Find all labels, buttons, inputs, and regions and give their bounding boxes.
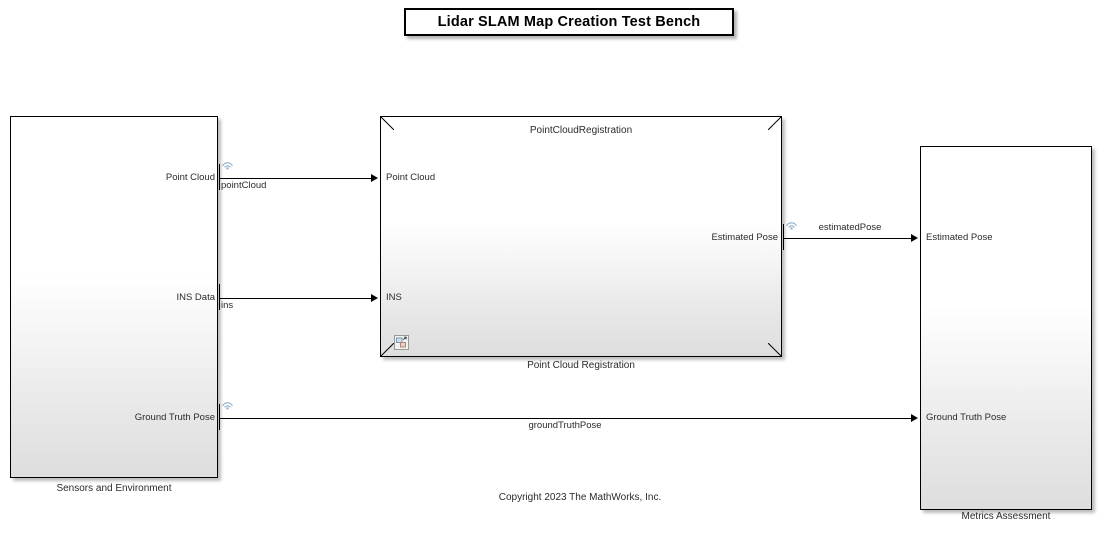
subsystem-corner-mark-bottom-left: [381, 343, 394, 356]
block-header-point-cloud-registration: PointCloudRegistration: [529, 125, 633, 136]
output-port-stub-ins: [219, 284, 220, 310]
arrowhead-ins: [371, 294, 378, 302]
wire-ground-truth-pose[interactable]: [219, 418, 911, 419]
output-port-stub-ground-truth-pose: [219, 404, 220, 430]
port-label-registration-estimated-pose-out: Estimated Pose: [711, 232, 778, 243]
output-port-stub-point-cloud: [219, 164, 220, 190]
block-caption-metrics-assessment: Metrics Assessment: [961, 511, 1051, 522]
signal-label-ground-truth-pose: groundTruthPose: [528, 420, 602, 431]
block-point-cloud-registration[interactable]: PointCloudRegistration: [380, 116, 782, 357]
port-label-registration-ins-in: INS: [386, 292, 402, 303]
signal-label-estimated-pose: estimatedPose: [818, 222, 882, 233]
wire-estimated-pose[interactable]: [783, 238, 911, 239]
arrowhead-point-cloud: [371, 174, 378, 182]
port-label-sensors-point-cloud: Point Cloud: [165, 172, 215, 183]
signal-radiate-icon-ground-truth-pose: [221, 397, 234, 410]
wire-point-cloud[interactable]: [219, 178, 371, 179]
model-reference-badge-icon[interactable]: [394, 335, 409, 350]
port-label-metrics-ground-truth-pose-in: Ground Truth Pose: [926, 412, 1007, 423]
wire-ins[interactable]: [219, 298, 371, 299]
signal-label-ins: ins: [221, 300, 234, 311]
block-caption-sensors-and-environment: Sensors and Environment: [56, 483, 172, 494]
page-title: Lidar SLAM Map Creation Test Bench: [437, 14, 701, 30]
block-caption-point-cloud-registration: Point Cloud Registration: [527, 360, 635, 371]
arrowhead-ground-truth-pose: [911, 414, 918, 422]
port-label-sensors-ins-data: INS Data: [176, 292, 215, 303]
output-port-stub-estimated-pose: [783, 224, 784, 250]
signal-label-point-cloud: pointCloud: [221, 180, 267, 191]
port-label-registration-point-cloud-in: Point Cloud: [386, 172, 436, 183]
copyright-notice: Copyright 2023 The MathWorks, Inc.: [498, 492, 662, 503]
block-sensors-and-environment[interactable]: [10, 116, 218, 478]
block-metrics-assessment[interactable]: [920, 146, 1092, 510]
port-label-sensors-ground-truth-pose: Ground Truth Pose: [134, 412, 215, 423]
arrowhead-estimated-pose: [911, 234, 918, 242]
model-title-banner: Lidar SLAM Map Creation Test Bench: [404, 8, 734, 36]
subsystem-corner-mark-bottom-right: [768, 343, 781, 356]
signal-radiate-icon-point-cloud: [221, 157, 234, 170]
port-label-metrics-estimated-pose-in: Estimated Pose: [926, 232, 993, 243]
